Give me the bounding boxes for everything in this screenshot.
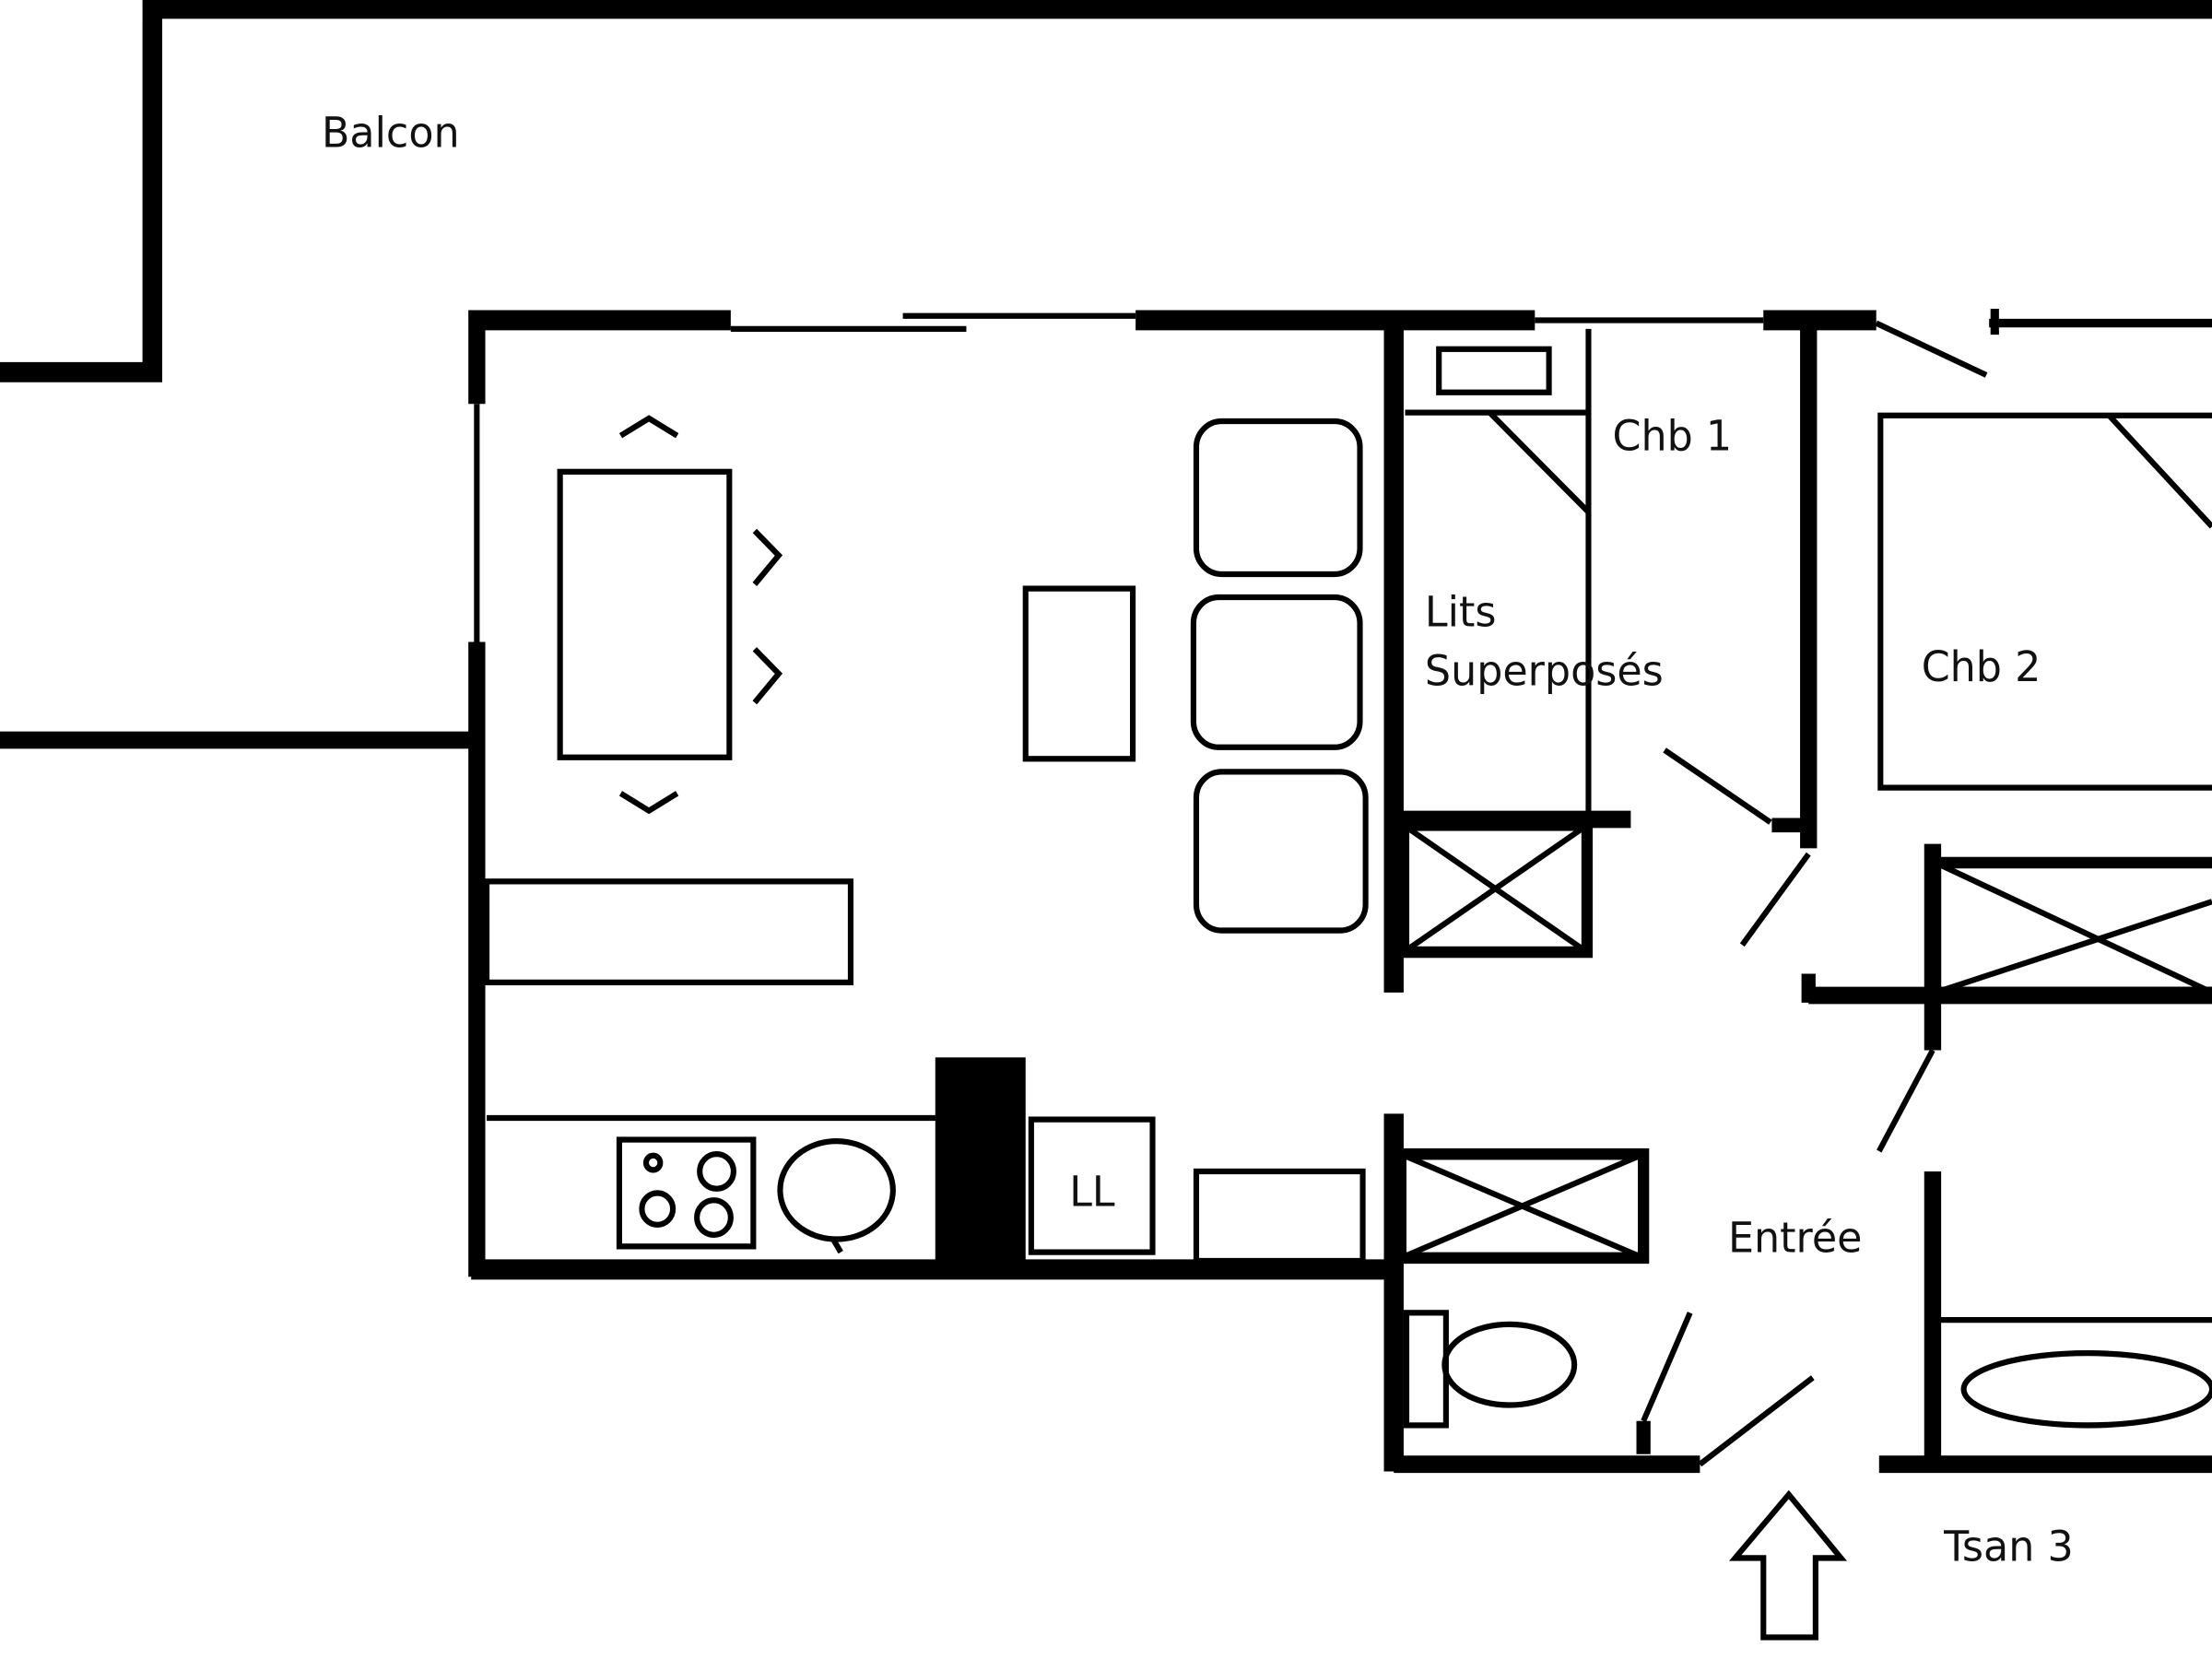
entry-closet xyxy=(1394,1147,1650,1265)
label-bunk-beds-2: Superposés xyxy=(1425,646,1664,696)
entrance-arrow-icon xyxy=(1728,1489,1848,1641)
kitchen xyxy=(484,878,1366,1265)
label-balcony: Balcon xyxy=(322,108,460,158)
balcony-outline xyxy=(0,0,2212,382)
bedroom1-furniture xyxy=(1397,346,1594,959)
toilet xyxy=(1403,1310,1578,1429)
label-bunk-beds-1: Lits xyxy=(1425,587,1497,637)
sofa-and-coffee-table xyxy=(1022,418,1369,934)
dining-table xyxy=(557,415,783,815)
bedroom2-bed xyxy=(1877,412,2212,999)
label-washing-machine: LL xyxy=(1069,1167,1114,1217)
bathtub xyxy=(1960,1350,2212,1429)
label-building: Tsan 3 xyxy=(1943,1522,2074,1571)
label-entrance: Entrée xyxy=(1728,1213,1862,1263)
apartment-walls xyxy=(468,308,2212,1474)
label-bedroom2: Chb 2 xyxy=(1922,641,2041,691)
label-bedroom1: Chb 1 xyxy=(1612,411,1732,461)
